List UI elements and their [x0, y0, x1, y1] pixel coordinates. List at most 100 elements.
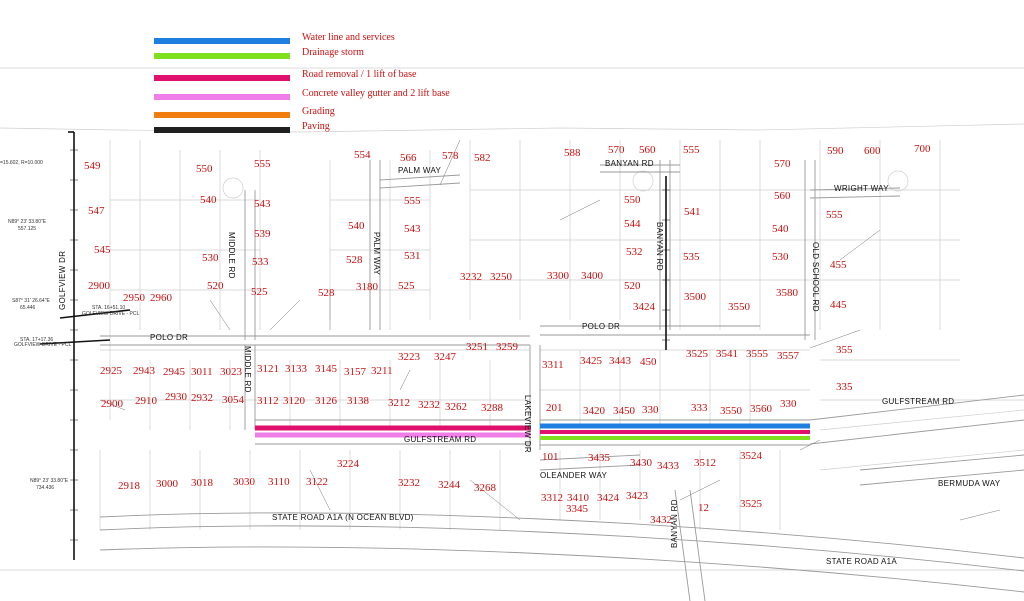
- lot-number: 541: [684, 206, 701, 218]
- lot-number: 3157: [344, 366, 366, 378]
- street-label: LAKEVIEW DR: [523, 395, 532, 453]
- lot-number: 3112: [257, 395, 279, 407]
- lot-number: 550: [196, 163, 213, 175]
- lot-number: 560: [639, 144, 656, 156]
- lot-number: 3557: [777, 350, 799, 362]
- lot-number: 3550: [728, 301, 750, 313]
- lot-number: 539: [254, 228, 271, 240]
- lot-number: 555: [826, 209, 843, 221]
- lot-number: 543: [254, 198, 271, 210]
- lot-number: 2950: [123, 292, 145, 304]
- lot-number: 201: [546, 402, 563, 414]
- lot-number: 3500: [684, 291, 706, 303]
- legend-item-valley-gutter: Concrete valley gutter and 2 lift base: [150, 88, 480, 104]
- lot-number: 3400: [581, 270, 603, 282]
- street-label: GULFSTREAM RD: [882, 397, 955, 406]
- lot-number: 3138: [347, 395, 369, 407]
- street-label: BANYAN RD: [655, 222, 664, 271]
- street-label: POLO DR: [582, 322, 621, 331]
- street-label: GOLFVIEW DR: [58, 250, 67, 310]
- lot-number: 3232: [398, 477, 420, 489]
- lot-number: 3054: [222, 394, 244, 406]
- street-label: PALM WAY: [398, 166, 442, 175]
- survey-station: STA. 17+17.36: [20, 337, 54, 343]
- lot-number: 3232: [460, 271, 482, 283]
- legend-label: Grading: [302, 106, 335, 117]
- street-label: BERMUDA WAY: [938, 479, 1001, 488]
- lot-number: 2910: [135, 395, 157, 407]
- lot-number: 2932: [191, 392, 213, 404]
- lot-number: 530: [772, 251, 789, 263]
- lot-number: 3525: [686, 348, 708, 360]
- survey-station: STA. 16+51.10: [92, 305, 126, 311]
- lot-number: 2943: [133, 365, 155, 377]
- lot-number: 3244: [438, 479, 460, 491]
- street-label: MIDDLE RD: [243, 346, 252, 393]
- lot-number: 3000: [156, 478, 178, 490]
- lot-number: 3525: [740, 498, 762, 510]
- lot-number: 531: [404, 250, 421, 262]
- lot-number: 330: [642, 404, 659, 416]
- lot-number: 543: [404, 223, 421, 235]
- legend-label: Concrete valley gutter and 2 lift base: [302, 88, 450, 99]
- lot-number: 535: [683, 251, 700, 263]
- lot-number: 3251: [466, 341, 488, 353]
- legend-item-grading: Grading: [150, 106, 480, 122]
- lot-number: 450: [640, 356, 657, 368]
- street-label: MIDDLE RD: [227, 232, 236, 279]
- street-label: STATE ROAD A1A: [826, 557, 898, 566]
- lot-number: 520: [624, 280, 641, 292]
- lot-number: 3345: [566, 503, 588, 515]
- lot-number: 555: [404, 195, 421, 207]
- legend-swatch: [154, 38, 290, 44]
- lot-number: 3110: [268, 476, 290, 488]
- lot-number: 3247: [434, 351, 456, 363]
- lot-number: 3312: [541, 492, 563, 504]
- lot-number: 101: [542, 451, 559, 463]
- map-legend: Water line and services Drainage storm R…: [150, 28, 480, 138]
- lot-number: 3450: [613, 405, 635, 417]
- lot-number: 2900: [101, 398, 123, 410]
- legend-swatch: [154, 112, 290, 118]
- lot-number: 3420: [583, 405, 605, 417]
- legend-item-road-removal: Road removal / 1 lift of base: [150, 69, 480, 85]
- survey-distance: 65.446: [20, 305, 36, 311]
- lot-number: 570: [608, 144, 625, 156]
- lot-number: 3262: [445, 401, 467, 413]
- lot-number: 540: [200, 194, 217, 206]
- lot-number: 3211: [371, 365, 393, 377]
- lot-number: 3433: [657, 460, 679, 472]
- lot-number: 2900: [88, 280, 110, 292]
- lot-number: 3435: [588, 452, 610, 464]
- survey-bearing: N89° 23' 33.80"E: [8, 219, 47, 225]
- street-label: BANYAN RD: [605, 159, 654, 168]
- legend-label: Road removal / 1 lift of base: [302, 69, 417, 80]
- lot-number: 582: [474, 152, 491, 164]
- lot-number: 588: [564, 147, 581, 159]
- lot-number: 455: [830, 259, 847, 271]
- legend-item-drainage: Drainage storm: [150, 47, 480, 63]
- lot-number: 3212: [388, 397, 410, 409]
- lot-number: 3300: [547, 270, 569, 282]
- lot-number: 545: [94, 244, 111, 256]
- lot-number: 528: [318, 287, 335, 299]
- lot-number: 566: [400, 152, 417, 164]
- lot-number: 555: [683, 144, 700, 156]
- lot-number: 3430: [630, 457, 652, 469]
- lot-number: 12: [698, 502, 709, 514]
- lot-number: 335: [836, 381, 853, 393]
- lot-number: 2945: [163, 366, 185, 378]
- lot-number: 3555: [746, 348, 768, 360]
- lot-number: 520: [207, 280, 224, 292]
- lot-number: 578: [442, 150, 459, 162]
- lot-number: 554: [354, 149, 371, 161]
- lot-number: 3023: [220, 366, 242, 378]
- lot-number: 2918: [118, 480, 140, 492]
- legend-label: Drainage storm: [302, 47, 364, 58]
- lot-number: 528: [346, 254, 363, 266]
- legend-swatch: [154, 94, 290, 100]
- survey-distance: 734.436: [36, 485, 55, 491]
- lot-number: 355: [836, 344, 853, 356]
- legend-swatch: [154, 53, 290, 59]
